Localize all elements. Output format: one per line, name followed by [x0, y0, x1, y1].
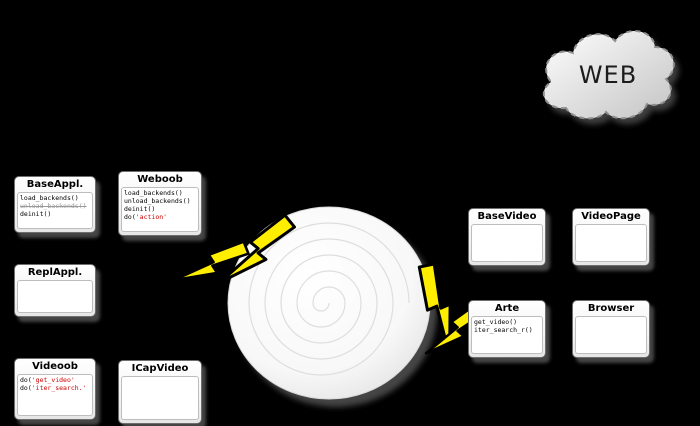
class-body-weboob: load_backends() unload_backends() deinit…: [121, 187, 199, 232]
method-line: get_video(): [474, 318, 518, 326]
method-line: deinit(): [20, 210, 52, 218]
class-title-baseappl: BaseAppl.: [26, 179, 84, 190]
class-body-icapvideo: [121, 376, 199, 420]
class-body-baseappl: load_backends() unload_backends() deinit…: [17, 192, 93, 229]
class-body-arte: get_video() iter_search_r(): [471, 316, 543, 354]
method-line: load_backends(): [124, 189, 183, 197]
class-title-basevideo: BaseVideo: [477, 211, 537, 222]
method-arg: 'action': [135, 213, 168, 221]
class-box-videopage: VideoPage: [572, 208, 650, 266]
method-line: do('action': [124, 213, 196, 221]
method-line: do('get_video': [20, 376, 90, 384]
method-line: iter_search_r(): [474, 326, 533, 334]
method-arg: 'get_video': [31, 376, 75, 384]
method-line: do('iter_search.': [20, 384, 90, 392]
class-box-weboob: Weboob load_backends() unload_backends()…: [118, 171, 202, 236]
method-line: deinit(): [124, 205, 156, 213]
class-title-icapvideo: ICapVideo: [131, 363, 189, 374]
class-box-baseappl: BaseAppl. load_backends() unload_backend…: [14, 176, 96, 233]
method-prefix: do(: [124, 213, 136, 221]
method-arg: 'iter_search.': [31, 384, 87, 392]
class-box-replappl: ReplAppl.: [14, 264, 96, 317]
class-title-weboob: Weboob: [137, 174, 183, 185]
class-box-basevideo: BaseVideo: [468, 208, 546, 266]
class-box-arte: Arte get_video() iter_search_r(): [468, 300, 546, 358]
class-title-arte: Arte: [494, 303, 520, 314]
class-body-videopage: [575, 224, 647, 262]
class-body-replappl: [17, 280, 93, 313]
class-title-videopage: VideoPage: [581, 211, 641, 222]
method-line: unload_backends(): [20, 202, 87, 210]
method-prefix: do(: [20, 376, 32, 384]
class-box-browser: Browser: [572, 300, 650, 358]
method-line: load_backends(): [20, 194, 79, 202]
class-body-videoob: do('get_video' do('iter_search.': [17, 374, 93, 416]
class-box-icapvideo: ICapVideo: [118, 360, 202, 424]
class-title-videoob: Videoob: [32, 361, 78, 372]
spiral-line: [248, 222, 410, 376]
class-body-basevideo: [471, 224, 543, 262]
method-line: unload_backends(): [124, 197, 191, 205]
web-cloud-label: WEB: [578, 61, 638, 89]
class-body-browser: [575, 316, 647, 354]
class-box-videoob: Videoob do('get_video' do('iter_search.': [14, 358, 96, 420]
web-cloud: [542, 29, 675, 120]
class-title-replappl: ReplAppl.: [27, 267, 83, 278]
method-prefix: do(: [20, 384, 32, 392]
class-title-browser: Browser: [587, 303, 635, 314]
